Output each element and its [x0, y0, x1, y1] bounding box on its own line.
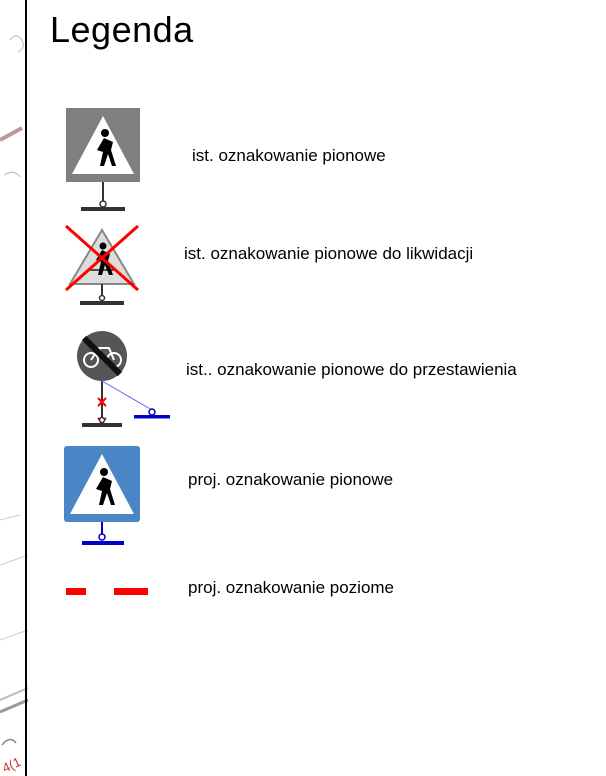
legend-title: Legenda: [50, 9, 194, 50]
drawing-margin-fragment: 4(1: [0, 0, 36, 776]
sign-to-relocate-icon: [62, 330, 172, 430]
proposed-pedestrian-crossing-sign-icon: [62, 444, 142, 548]
legend-label-horizontal-marking: proj. oznakowanie poziome: [188, 578, 395, 597]
legend-label-sign-to-relocate: ist.. oznakowanie pionowe do przestawien…: [186, 360, 517, 379]
margin-fragment-text: 4(1: [0, 754, 23, 776]
legend-label-proposed-sign: proj. oznakowanie pionowe: [188, 470, 394, 489]
proposed-horizontal-marking-icon: [64, 580, 154, 604]
sign-to-remove-icon: [62, 222, 142, 306]
existing-pedestrian-crossing-sign-icon: [64, 106, 142, 212]
legend-panel: Legenda ist. oznakowanie pionowe: [36, 0, 606, 776]
legend-label-sign-to-remove: ist. oznakowanie pionowe do likwidacji: [184, 244, 474, 263]
legend-label-existing-sign: ist. oznakowanie pionowe: [192, 146, 386, 165]
